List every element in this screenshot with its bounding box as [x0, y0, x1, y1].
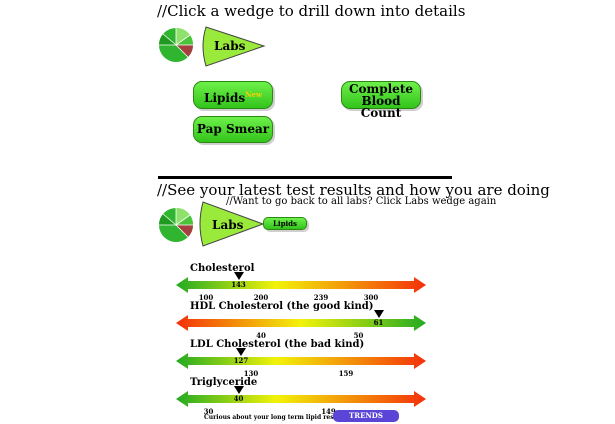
result-value: 61 [373, 318, 384, 327]
lipids-active-button[interactable]: Lipids [263, 217, 307, 230]
result-scale-bar [176, 277, 426, 293]
result-marker [233, 272, 244, 280]
labs-pie-widget-2[interactable]: Labs [158, 200, 268, 248]
result-tick-label: 40 [256, 331, 266, 340]
result-tick-label: 50 [353, 331, 364, 340]
back-note: //Want to go back to all labs? Click Lab… [226, 196, 497, 207]
complete-blood-count-button[interactable]: Complete Blood Count [341, 81, 421, 119]
result-label: LDL Cholesterol (the bad kind) [190, 339, 365, 350]
result-marker [233, 386, 244, 394]
result-value: 127 [233, 356, 249, 365]
result-scale-arrow [176, 391, 426, 407]
section-divider [158, 176, 452, 179]
lipids-active-label: Lipids [273, 219, 297, 228]
pap-smear-button[interactable]: Pap Smear [193, 116, 273, 143]
labs-wedge-label: Labs [214, 39, 246, 53]
drilldown-heading: //Click a wedge to drill down into detai… [157, 2, 466, 20]
result-scale-bar [176, 353, 426, 369]
result-tick-label: 200 [253, 293, 269, 302]
result-value: 40 [233, 394, 244, 403]
result-marker [236, 348, 246, 356]
results-heading: //See your latest test results and how y… [157, 181, 550, 199]
trends-button[interactable]: TRENDS [333, 410, 399, 422]
result-tick-label: 30 [203, 407, 214, 416]
result-tick-label: 159 [338, 369, 354, 378]
trends-label: TRENDS [349, 411, 383, 420]
labs-wedge-label-2: Labs [212, 218, 244, 232]
result-label: Cholesterol [190, 263, 255, 274]
result-scale-arrow [176, 277, 426, 293]
result-tick-label: 130 [243, 369, 259, 378]
lipids-button[interactable]: LipidsNew [193, 81, 273, 109]
result-tick-label: 149 [321, 407, 336, 416]
result-scale-arrow [176, 315, 426, 331]
cbc-label-line2: Blood Count [360, 94, 402, 120]
result-label: Triglyceride [190, 377, 258, 388]
result-label: HDL Cholesterol (the good kind) [190, 301, 374, 312]
trends-question: Curious about your long term lipid resul… [204, 414, 350, 421]
result-marker [373, 310, 384, 318]
result-scale-arrow [176, 353, 426, 369]
labs-wedge-2[interactable] [199, 201, 265, 247]
result-tick-label: 239 [313, 293, 329, 302]
new-badge: New [245, 90, 262, 99]
labs-wedge[interactable] [202, 26, 266, 67]
labs-pie-icon[interactable] [158, 27, 194, 62]
result-scale-bar [176, 391, 426, 407]
result-scale-bar [176, 315, 426, 331]
lipids-button-label: Lipids [204, 91, 246, 105]
cbc-label-line1: Complete [348, 82, 413, 96]
result-tick-label: 100 [198, 293, 214, 302]
labs-pie-icon-2[interactable] [158, 207, 194, 242]
result-value: 143 [231, 280, 246, 289]
labs-pie-widget[interactable]: Labs [158, 26, 268, 70]
result-tick-label: 300 [363, 293, 379, 302]
pap-smear-label: Pap Smear [196, 122, 270, 136]
